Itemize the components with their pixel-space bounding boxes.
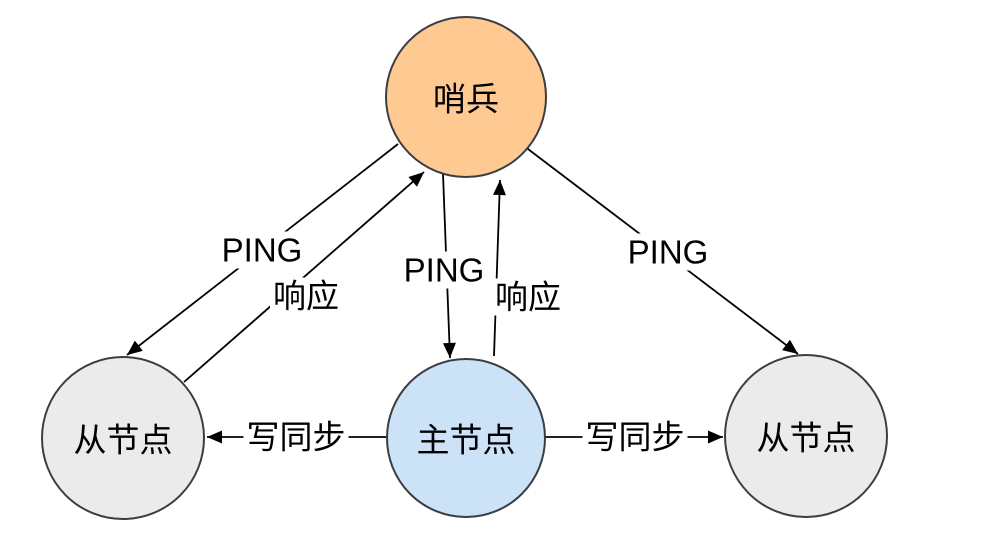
edge-label-sync-left: 写同步 (243, 418, 349, 456)
edge-label-response-left: 响应 (270, 277, 342, 315)
edge-response-slave-left-to-sentinel (183, 171, 425, 383)
node-sentinel-label: 哨兵 (433, 80, 499, 118)
edge-label-sync-right: 写同步 (582, 418, 688, 456)
node-slave-left (41, 356, 205, 520)
edge-label-ping-right: PING (624, 233, 712, 271)
node-master (386, 358, 546, 518)
edge-label-ping-middle: PING (400, 251, 488, 289)
node-sentinel (385, 16, 547, 178)
node-master-label: 主节点 (416, 421, 516, 459)
node-slave-left-label: 从节点 (73, 421, 173, 459)
edge-label-ping-left: PING (218, 231, 306, 269)
node-slave-right-label: 从节点 (756, 419, 856, 457)
edge-response-master-to-sentinel (492, 179, 506, 357)
edge-label-response-middle: 响应 (492, 278, 564, 316)
node-slave-right (724, 354, 888, 518)
